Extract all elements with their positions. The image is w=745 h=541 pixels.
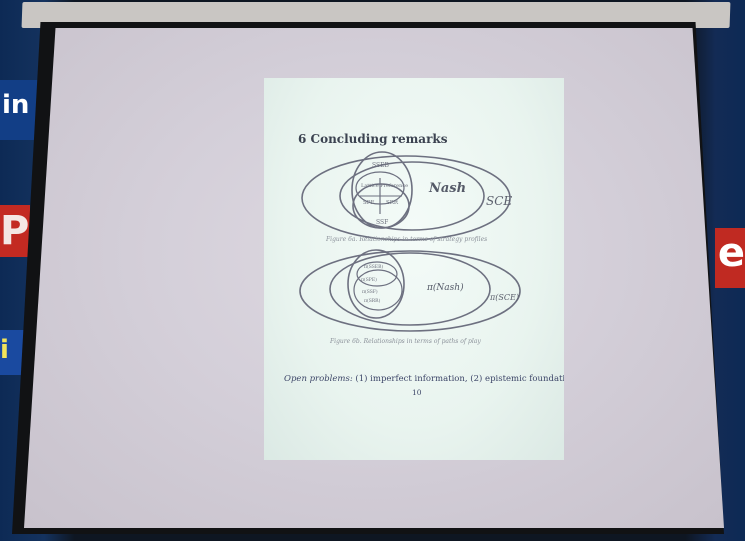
figure-6a-labels: SSEB Lattice Preference SPE SRR SSF Nash… (361, 162, 512, 226)
venn-diagrams: SSEB Lattice Preference SPE SRR SSF Nash… (299, 151, 521, 332)
pi-inner-ellipse (356, 261, 398, 287)
open-problems-text: (1) imperfect information, (2) epistemic… (352, 374, 576, 384)
sseb-label: SSEB (372, 162, 389, 169)
figure-6a-diagram (301, 151, 511, 241)
figure-6b-labels: π(SSEB) π(SPE) π(SSF) π(SRR) π(Nash) π(S… (361, 263, 519, 304)
sce-ellipse (301, 155, 511, 241)
pi-sseb-ellipse (347, 249, 405, 319)
ssf-label: SSF (376, 219, 388, 226)
slide-page-number: 10 (412, 388, 422, 397)
srr-label: SRR (386, 200, 399, 206)
left-banner-text: in (2, 90, 30, 120)
pi-nash-label: π(Nash) (426, 282, 464, 293)
open-problems-line: Open problems: (1) imperfect information… (284, 374, 576, 384)
nash-label: Nash (428, 181, 466, 196)
nash-ellipse (339, 161, 485, 231)
pi-sce-ellipse (299, 250, 521, 332)
ssf-ellipse (352, 183, 410, 229)
pi-ssf-label: π(SSF) (362, 288, 378, 295)
projected-slide: 6 Concluding remarks SSEB Lattice Prefer… (264, 78, 564, 460)
slide-title: 6 Concluding remarks (298, 132, 448, 146)
right-banner-red (715, 228, 745, 288)
sce-label: SCE (486, 194, 512, 208)
pi-sseb-label: π(SSEB) (364, 263, 383, 270)
right-banner-letter: e (717, 230, 745, 276)
spe-label: SPE (363, 200, 374, 206)
left-banner-red (0, 205, 30, 257)
lattice-label: Lattice Preference (361, 183, 408, 189)
pi-spe-ellipse (353, 269, 403, 311)
left-banner-lower-text: i (0, 335, 9, 365)
open-problems-label: Open problems: (284, 374, 353, 384)
figure-6b-diagram (299, 249, 521, 332)
pi-nash-ellipse (329, 252, 491, 326)
left-banner-blue (0, 80, 40, 140)
pi-spe-label: π(SPE) (361, 276, 377, 283)
pi-sce-label: π(SCE) (489, 293, 519, 302)
left-banner-letter: P (0, 208, 30, 254)
figure-6b-caption: Figure 6b. Relationships in terms of pat… (330, 338, 481, 345)
pi-srr-label: π(SRR) (364, 297, 381, 304)
figure-6a-caption: Figure 6a. Relationships in terms of str… (326, 236, 488, 243)
